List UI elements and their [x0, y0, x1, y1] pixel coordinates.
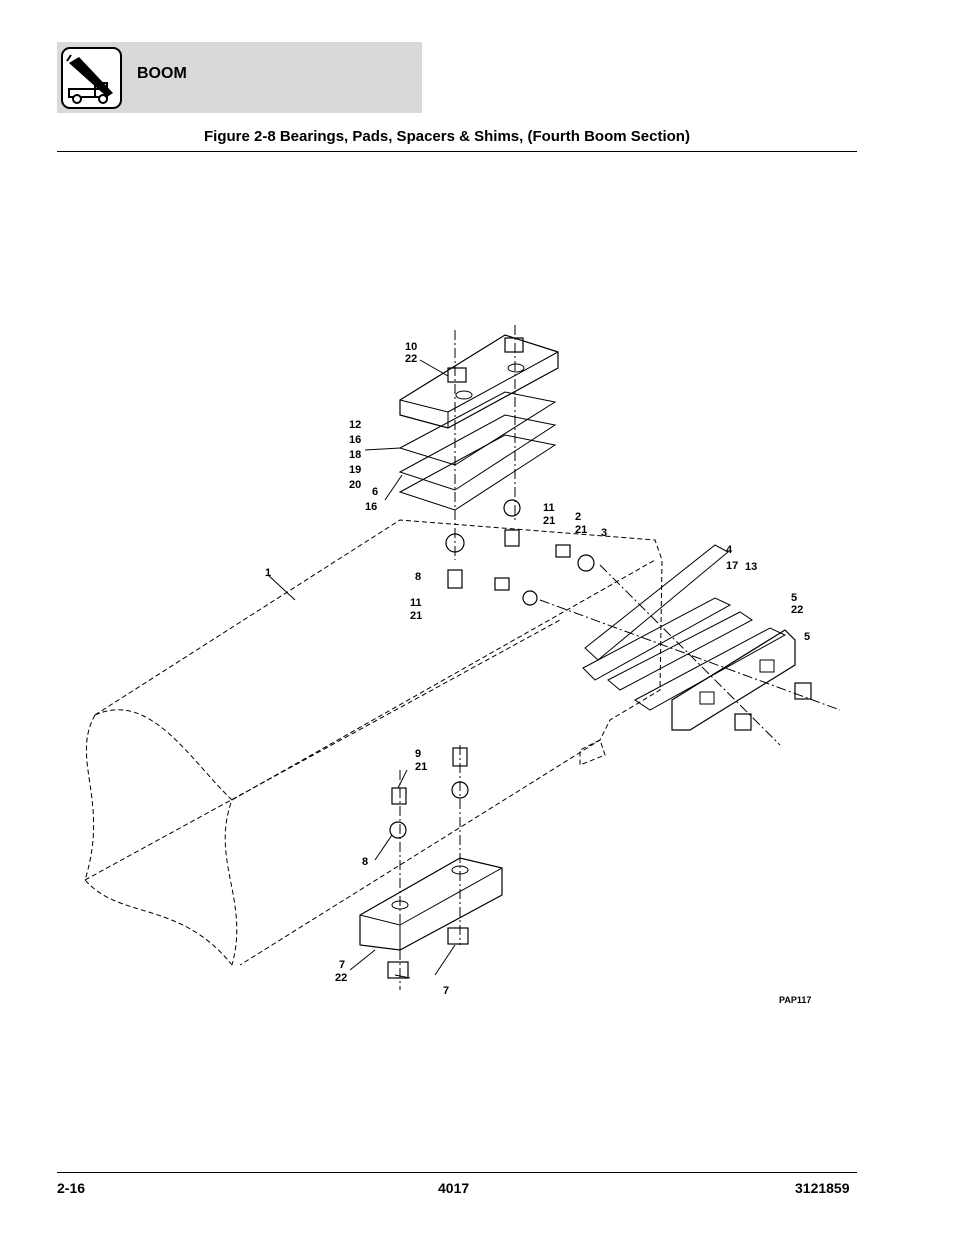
callout-label: 19	[349, 464, 361, 476]
footer-rule	[57, 1172, 857, 1173]
page-number: 2-16	[57, 1180, 86, 1196]
section-title: BOOM	[137, 65, 187, 82]
document-number: 3121859	[795, 1180, 850, 1196]
callout-label: 21	[543, 515, 555, 527]
callout-label: 7	[339, 959, 345, 971]
callout-label: 5	[791, 592, 797, 604]
header-rule	[57, 151, 857, 152]
figure-title: Figure 2-8 Bearings, Pads, Spacers & Shi…	[204, 128, 690, 145]
callout-label: 1	[265, 567, 271, 579]
callout-label: 22	[405, 353, 417, 365]
drawing-ref-code: PAP117	[779, 995, 811, 1005]
callout-label: 11	[410, 597, 422, 609]
callout-label: 2	[575, 511, 581, 523]
boom-section-outline	[84, 519, 663, 966]
callout-label: 8	[415, 571, 421, 583]
callout-label: 11	[543, 502, 555, 514]
callout-label: 21	[410, 610, 422, 622]
callout-label: 17	[726, 560, 738, 572]
telehandler-logo-icon	[61, 47, 122, 109]
callout-label: 12	[349, 419, 361, 431]
callout-label: 7	[443, 985, 449, 997]
callout-label: 18	[349, 449, 361, 461]
callout-label: 16	[365, 501, 377, 513]
callout-label: 22	[791, 604, 803, 616]
callout-label: 22	[335, 972, 347, 984]
callout-label: 5	[804, 631, 810, 643]
callout-label: 16	[349, 434, 361, 446]
callout-label: 20	[349, 479, 361, 491]
callout-label: 10	[405, 341, 417, 353]
callout-label: 8	[362, 856, 368, 868]
callout-label: 6	[372, 486, 378, 498]
callout-label: 4	[726, 544, 733, 556]
callout-label: 3	[601, 527, 607, 539]
model-number: 4017	[438, 1180, 470, 1196]
callout-label: 21	[575, 524, 587, 536]
callout-label: 21	[415, 761, 427, 773]
callout-label: 9	[415, 748, 421, 760]
callout-label: 13	[745, 561, 757, 573]
